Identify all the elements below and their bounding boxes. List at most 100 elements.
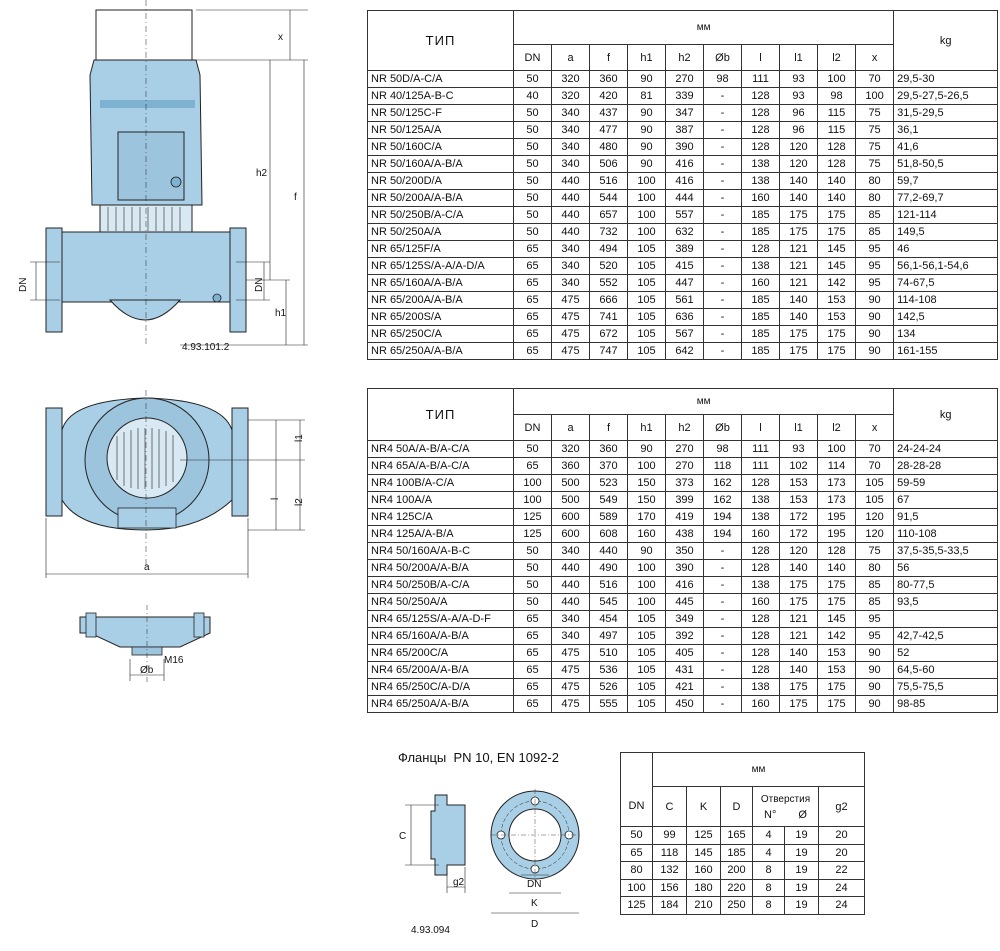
dimension-cell: 475 xyxy=(551,308,590,326)
pump-type-cell: NR4 65/250C/A-D/A xyxy=(367,678,514,696)
dimension-cell: 185 xyxy=(741,325,780,343)
weight-cell: 52 xyxy=(893,644,999,662)
dimension-cell: 172 xyxy=(779,508,818,526)
dimension-cell: 75 xyxy=(854,138,895,156)
dimension-cell: 100 xyxy=(817,440,856,458)
pump-base-detail-drawing: M16 Øb xyxy=(79,605,211,685)
dimension-cell: 100 xyxy=(817,70,856,88)
dimension-cell: 145 xyxy=(817,610,856,628)
dimension-cell: 172 xyxy=(779,525,818,543)
dimension-cell: 111 xyxy=(741,70,780,88)
dimension-cell: 175 xyxy=(817,325,856,343)
flanges-title: Фланцы PN 10, EN 1092-2 xyxy=(398,750,559,765)
dimension-cell: 552 xyxy=(589,274,628,292)
dimension-cell: 128 xyxy=(741,610,780,628)
flange-g2-header: g2 xyxy=(817,786,866,827)
pump-type-cell: NR 50/125A/A xyxy=(367,121,514,139)
dimension-cell: 93 xyxy=(779,87,818,105)
dimension-cell: - xyxy=(703,678,742,696)
dimension-cell: 125 xyxy=(513,508,552,526)
dimension-cell: - xyxy=(703,274,742,292)
flange-dimension-cell: 19 xyxy=(784,843,819,862)
flange-dimension-cell: 19 xyxy=(784,878,819,897)
dimension-cell: 70 xyxy=(854,70,895,88)
pump-type-cell: NR4 65/250A/A-B/A xyxy=(367,695,514,713)
dimension-cell: 270 xyxy=(665,440,704,458)
dimension-cell: 510 xyxy=(589,644,628,662)
dimension-cell: 160 xyxy=(741,189,780,207)
dimension-cell: 75 xyxy=(854,104,895,122)
flange-section-drawing: C g2 DN K D 4.93.094 xyxy=(399,789,580,936)
dimension-cell: 175 xyxy=(817,593,856,611)
flange-dimension-cell: 19 xyxy=(784,826,819,845)
flange-dn-cell: 100 xyxy=(620,878,653,897)
dimension-cell: 173 xyxy=(817,474,856,492)
flange-dimension-cell: 8 xyxy=(752,896,785,915)
dimension-cell: 145 xyxy=(817,257,856,275)
dimension-cell: 140 xyxy=(817,189,856,207)
dimension-cell: 90 xyxy=(627,104,666,122)
weight-cell: 59,7 xyxy=(893,172,999,190)
dimension-cell: 636 xyxy=(665,308,704,326)
dimension-cell: 185 xyxy=(741,223,780,241)
dim-h2-label: h2 xyxy=(256,168,268,179)
pump-type-cell: NR4 50A/A-B/A-C/A xyxy=(367,440,514,458)
pump-type-cell: NR4 100B/A-C/A xyxy=(367,474,514,492)
dimension-cell: 320 xyxy=(551,87,590,105)
dimension-cell: 50 xyxy=(513,542,552,560)
dimension-cell: 50 xyxy=(513,172,552,190)
column-header-1: a xyxy=(551,414,590,441)
dimension-cell: 105 xyxy=(627,274,666,292)
dimension-cell: 138 xyxy=(741,257,780,275)
dimension-cell: 405 xyxy=(665,644,704,662)
motor-fan-cover xyxy=(95,9,193,61)
weight-cell: 28-28-28 xyxy=(893,457,999,475)
dimension-cell: 90 xyxy=(854,308,895,326)
dimension-cell: 340 xyxy=(551,104,590,122)
weight-cell: 114-108 xyxy=(893,291,999,309)
dimension-cell: 416 xyxy=(665,576,704,594)
dimension-cell: 415 xyxy=(665,257,704,275)
dimension-cell: - xyxy=(703,576,742,594)
dimension-cell: - xyxy=(703,155,742,173)
dimension-cell: 100 xyxy=(627,457,666,475)
dimension-cell: 50 xyxy=(513,223,552,241)
weight-cell: 98-85 xyxy=(893,695,999,713)
dimension-cell: 160 xyxy=(741,525,780,543)
dimension-cell: 90 xyxy=(627,70,666,88)
dimension-cell: 90 xyxy=(854,342,895,360)
pump-type-cell: NR 65/160A/A-B/A xyxy=(367,274,514,292)
weight-cell: 41,6 xyxy=(893,138,999,156)
dimension-cell: 90 xyxy=(627,542,666,560)
flange-section xyxy=(430,794,466,876)
dimension-cell: 175 xyxy=(779,325,818,343)
flange-k-header: K xyxy=(686,786,721,827)
dimension-cell: 111 xyxy=(741,440,780,458)
flange-dimension-cell: 99 xyxy=(652,826,687,845)
dimension-cell: 118 xyxy=(703,457,742,475)
pump-type-cell: NR4 50/200A/A-B/A xyxy=(367,559,514,577)
dimension-cell: 121 xyxy=(779,240,818,258)
pump-type-cell: NR 50/250A/A xyxy=(367,223,514,241)
dimension-cell: 90 xyxy=(854,325,895,343)
dimension-cell: 120 xyxy=(779,542,818,560)
dimension-cell: 140 xyxy=(779,291,818,309)
dimension-cell: 90 xyxy=(854,291,895,309)
dimension-cell: 544 xyxy=(589,189,628,207)
dim-dn-left-label: DN xyxy=(18,278,29,292)
flange-dimension-cell: 8 xyxy=(752,861,785,880)
dimension-cell: 567 xyxy=(665,325,704,343)
